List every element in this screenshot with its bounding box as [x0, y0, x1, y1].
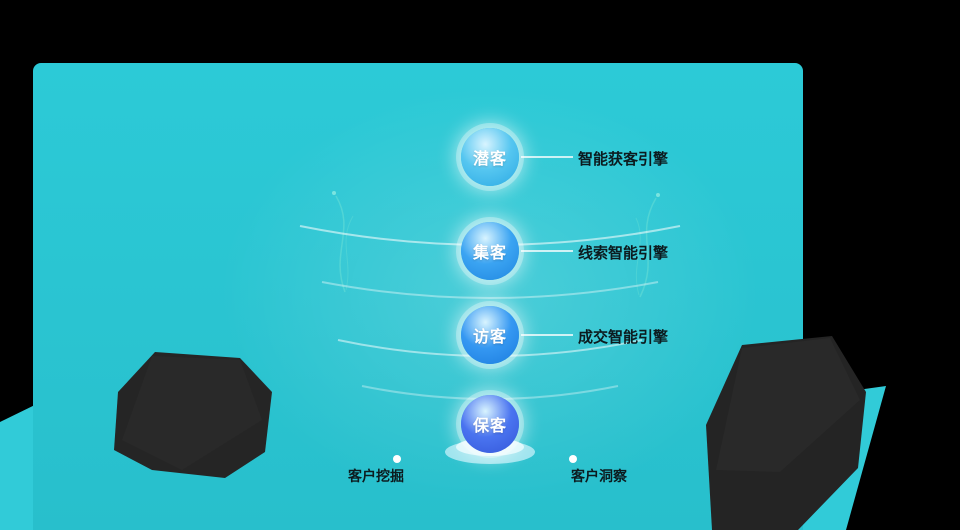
funnel-stage-1-label: 潜客	[472, 151, 507, 168]
funnel-stage-3: 访客	[461, 306, 519, 364]
funnel-stage-2-label: 集客	[472, 245, 507, 262]
funnel-stage-2: 集客	[461, 222, 519, 280]
branch-right-2	[635, 217, 641, 296]
funnel-stage-4: 保客	[461, 395, 519, 453]
branch-left	[335, 195, 346, 293]
footer-marker-label-2: 客户洞察	[571, 468, 627, 484]
rock-left-facet	[122, 356, 262, 470]
center-glow	[220, 85, 760, 505]
funnel-stage-3-label: 访客	[472, 329, 507, 346]
footer-marker-label-1: 客户挖掘	[348, 468, 404, 484]
branch-left-2	[345, 215, 354, 291]
engine-label-3: 成交智能引擎	[578, 329, 669, 346]
funnel-stage-1: 潜客	[461, 128, 519, 186]
funnel-stage-4-label: 保客	[472, 418, 507, 435]
sparkle-dot	[656, 193, 660, 197]
engine-label-2: 线索智能引擎	[578, 245, 669, 262]
rock-right-facet	[716, 338, 860, 472]
engine-label-1: 智能获客引擎	[578, 151, 669, 168]
marker-dot-left	[393, 455, 401, 463]
funnel-arc-2	[321, 281, 659, 299]
branch-right	[639, 197, 657, 298]
marker-dot-right	[569, 455, 577, 463]
sparkle-dot	[332, 191, 336, 195]
